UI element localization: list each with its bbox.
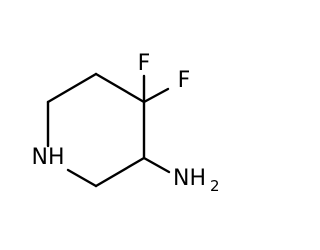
bond-c3-n-amine	[142, 156, 171, 174]
structure-diagram: F F NH NH 2	[32, 51, 220, 195]
atom-f2: F	[178, 68, 191, 93]
bond-c5-c4	[94, 72, 146, 104]
bond-c4-f2	[142, 87, 170, 104]
bond-c6-c5	[46, 72, 98, 104]
molecule-canvas: F F NH NH 2	[31, 51, 220, 195]
atom-nh2-main: NH	[173, 166, 206, 191]
atom-nh2: NH 2	[173, 166, 220, 195]
bond-c3-c2	[94, 156, 146, 188]
atom-nh: NH	[32, 145, 65, 170]
bond-c2-n1	[66, 168, 98, 188]
atom-f1: F	[138, 51, 151, 76]
atom-nh2-subscript: 2	[210, 177, 220, 195]
